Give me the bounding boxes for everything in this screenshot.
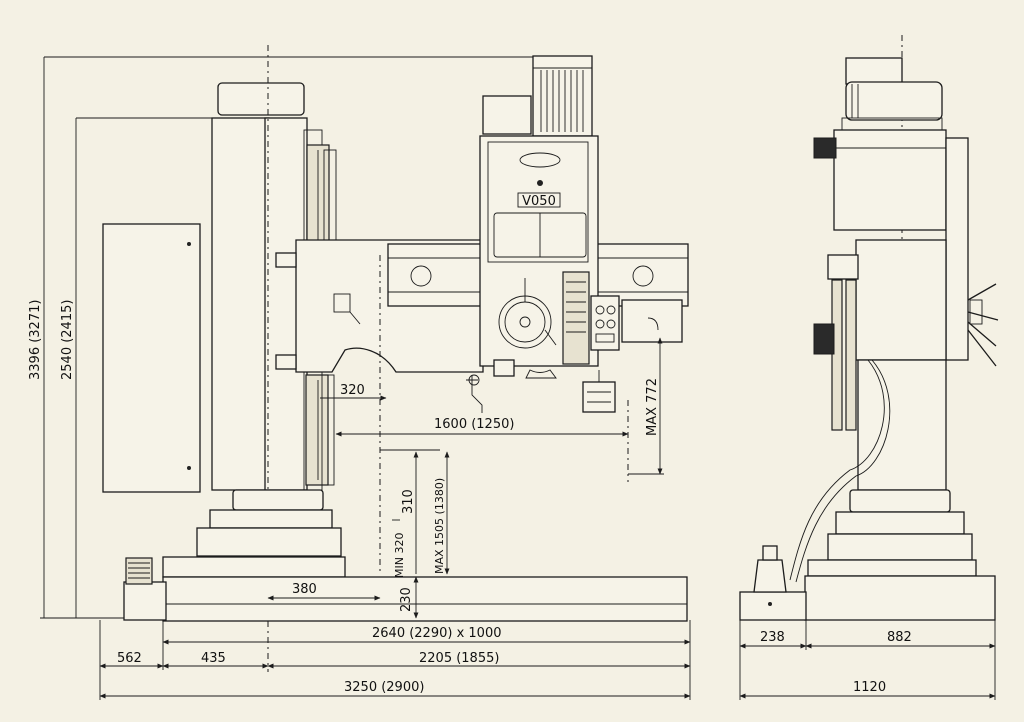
side-arm xyxy=(855,239,947,361)
machine-base xyxy=(162,576,688,622)
column-cap xyxy=(217,82,305,116)
model-label: V050 xyxy=(522,194,556,209)
arm-guide-hole-right xyxy=(632,265,654,287)
side-head-front xyxy=(945,137,969,361)
dim-spindle-offset: 320 xyxy=(340,383,365,398)
side-coolant-tank xyxy=(739,591,807,621)
dim-column-to-table: 380 xyxy=(292,582,317,597)
coolant-tank xyxy=(123,581,167,621)
side-base xyxy=(804,575,996,621)
dim-overall-depth: 1120 xyxy=(853,680,886,695)
dim-base-length: 2205 (1855) xyxy=(419,651,499,666)
brand-plate xyxy=(519,152,561,168)
model-plate xyxy=(517,192,561,208)
dim-stroke: 310 xyxy=(401,489,416,514)
side-handwheel xyxy=(967,283,999,367)
dim-left-offset: 562 xyxy=(117,651,142,666)
dim-height-min: MIN 320 xyxy=(393,533,406,578)
side-motor-top xyxy=(845,57,903,85)
dim-spindle-travel: MAX 772 xyxy=(645,378,660,436)
side-gear-rack-2 xyxy=(845,279,857,431)
arm-clamp-handle xyxy=(333,293,351,313)
front-view: V050 320 xyxy=(28,45,691,700)
spindle-motor xyxy=(532,55,593,137)
column-lower-rack xyxy=(305,374,329,486)
dim-column-height: 2540 (2415) xyxy=(60,300,75,380)
side-coolant-pump xyxy=(753,559,787,593)
column-outer xyxy=(211,117,270,491)
arm-clamp-upper xyxy=(275,252,297,268)
coolant-pump xyxy=(125,557,153,585)
motor-box xyxy=(482,95,532,135)
dim-foot-width: 238 xyxy=(760,630,785,645)
dim-height-max: MAX 1505 (1380) xyxy=(433,478,446,574)
column-foot-3 xyxy=(196,527,342,557)
side-foot-1 xyxy=(849,489,951,513)
dim-base-height: 230 xyxy=(399,587,414,612)
electrical-cabinet xyxy=(102,223,201,493)
side-column xyxy=(857,359,947,491)
side-motor xyxy=(845,81,943,121)
side-clamp xyxy=(813,323,835,355)
arm-end-bracket xyxy=(621,299,683,343)
dim-arm-reach: 1600 (1250) xyxy=(434,417,514,432)
side-view: 238 882 1120 xyxy=(739,35,999,700)
side-spindle-head xyxy=(833,129,947,231)
arm-clamp-lower xyxy=(275,354,297,370)
side-handle-knob xyxy=(813,137,837,159)
side-gear-rack-1 xyxy=(831,279,843,431)
column-foot-2 xyxy=(209,509,333,529)
column-foot-1 xyxy=(232,489,324,511)
pendant-control xyxy=(582,381,616,413)
dim-total-height: 3396 (3271) xyxy=(28,300,43,380)
spindle-sleeve xyxy=(493,359,515,377)
dim-column-offset: 435 xyxy=(201,651,226,666)
depth-stop-knob xyxy=(468,374,480,386)
arm-guide-hole-left xyxy=(410,265,432,287)
base-upper xyxy=(162,556,346,578)
dim-table-size: 2640 (2290) x 1000 xyxy=(372,626,502,641)
side-cable xyxy=(789,359,885,581)
dim-overall-length: 3250 (2900) xyxy=(344,680,424,695)
dim-base-depth: 882 xyxy=(887,630,912,645)
control-panel xyxy=(562,271,590,365)
